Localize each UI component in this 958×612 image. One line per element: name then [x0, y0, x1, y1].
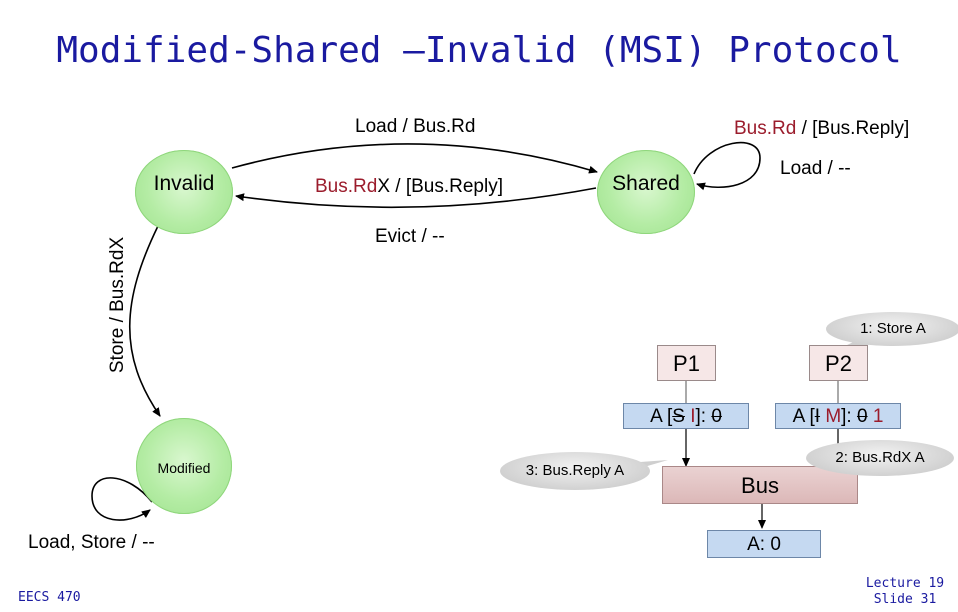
footer-course: EECS 470 — [18, 590, 81, 605]
p2-cache-old-state: I — [814, 406, 821, 427]
state-invalid: Invalid — [135, 150, 233, 234]
arrow-shared-to-invalid — [235, 187, 597, 209]
processor-p2-label: P2 — [825, 351, 852, 376]
p2-cache: A [I M]: 0 1 — [775, 403, 901, 429]
p1-cache-entry: A [S I]: 0 — [624, 404, 748, 429]
state-invalid-label: Invalid — [153, 172, 215, 195]
state-shared: Shared — [597, 150, 695, 234]
processor-p2: P2 — [809, 345, 868, 381]
footer-lecture: Lecture 19 — [865, 576, 945, 591]
label-busrd-rest: / [Bus.Reply] — [796, 118, 910, 139]
state-shared-label: Shared — [612, 172, 680, 195]
processor-p1-label: P1 — [673, 351, 700, 376]
slide-title: Modified-Shared –Invalid (MSI) Protocol — [56, 30, 902, 71]
p1-cache-suffix: ]: — [695, 406, 712, 427]
p2-cache-suffix: ]: — [841, 406, 857, 427]
label-busrdx-rest: X / [Bus.Reply] — [377, 176, 503, 197]
label-busrd-prefix: Bus.Rd — [734, 118, 797, 139]
state-modified: Modified — [136, 418, 232, 514]
label-busrd-busreply: Bus.Rd / [Bus.Reply] — [734, 118, 909, 140]
p2-cache-new-value: 1 — [872, 406, 884, 427]
label-busrdx-prefix: Bus.Rd — [315, 176, 378, 197]
callout-step1: 1: Store A — [826, 312, 958, 346]
p1-cache-value: 0 — [711, 406, 722, 427]
arrow-shared-self-loop — [693, 141, 761, 191]
label-load-busrd: Load / Bus.Rd — [355, 116, 476, 137]
system-bus-label: Bus — [741, 473, 779, 498]
label-load-noop: Load / -- — [780, 158, 851, 179]
p1-cache-prefix: A [ — [650, 406, 673, 427]
p2-cache-old-value: 0 — [856, 406, 868, 427]
p2-cache-new-state: M — [825, 406, 842, 427]
arrow-modified-self-loop — [91, 477, 153, 521]
label-evict: Evict / -- — [375, 226, 445, 247]
p1-cache-new-state: I — [690, 406, 696, 427]
p1-cache: A [S I]: 0 — [623, 403, 749, 429]
footer-slide-info: Lecture 19 Slide 31 — [860, 576, 950, 608]
callout-step3: 3: Bus.Reply A — [500, 452, 650, 490]
processor-p1: P1 — [657, 345, 716, 381]
memory-label: A: 0 — [747, 534, 781, 555]
state-modified-label: Modified — [157, 460, 211, 476]
memory: A: 0 — [707, 530, 821, 558]
callout-step2: 2: Bus.RdX A — [806, 440, 954, 476]
p2-cache-prefix: A [ — [792, 406, 815, 427]
label-load-store-noop: Load, Store / -- — [28, 532, 155, 553]
label-busrdx-busreply: Bus.RdX / [Bus.Reply] — [315, 176, 503, 198]
arrow-invalid-to-shared — [231, 143, 598, 174]
p1-cache-old-state: S — [672, 406, 685, 427]
system-bus: Bus — [662, 466, 858, 504]
footer-slide: Slide 31 — [873, 592, 937, 607]
arrow-invalid-to-modified — [129, 225, 161, 417]
label-store-busrdx: Store / Bus.RdX — [107, 236, 128, 374]
p2-cache-entry: A [I M]: 0 1 — [776, 404, 900, 429]
